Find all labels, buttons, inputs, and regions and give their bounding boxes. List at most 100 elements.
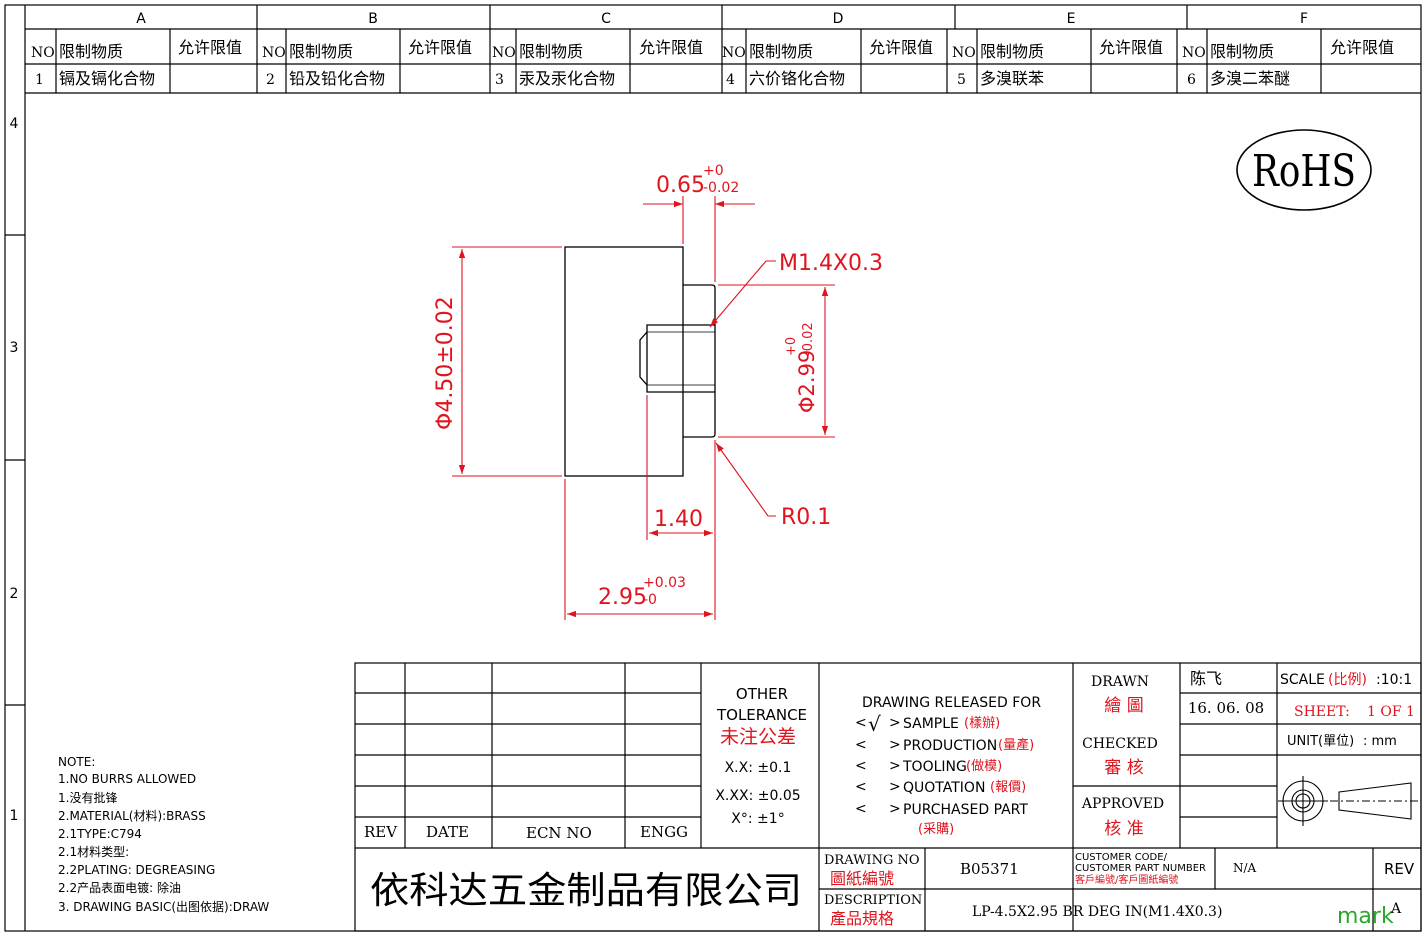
notes: NOTE: 1.NO BURRS ALLOWED 1.没有批锋 2.MATERI… — [58, 755, 269, 914]
svg-text:>: > — [889, 715, 901, 731]
drawn-label-cn: 繪 圖 — [1104, 696, 1143, 716]
row-no: 4 — [726, 72, 735, 88]
zone-e: E — [1067, 11, 1076, 27]
tolerance-angle: X°: ±1° — [731, 811, 784, 827]
tolerance-label-cn: 未注公差 — [720, 726, 796, 748]
rohs-mark: RoHS — [1236, 129, 1372, 211]
col-limit-header: 允许限值 — [408, 38, 472, 57]
release-item: SAMPLE — [903, 716, 959, 732]
row-no: 2 — [266, 72, 275, 88]
col-limit-header: 允许限值 — [1330, 38, 1394, 57]
customer-label: CUSTOMER PART NUMBER — [1075, 863, 1206, 874]
zone-f: F — [1300, 11, 1308, 27]
row-substance: 六价铬化合物 — [749, 69, 845, 88]
release-item: PRODUCTION — [903, 738, 997, 754]
zone-a: A — [136, 11, 146, 27]
dim-065-upper: +0 — [703, 163, 724, 179]
dim-id: Φ2.99 — [795, 350, 819, 413]
unit-label-cn: (單位) — [1318, 734, 1354, 749]
checked-label-cn: 審 核 — [1104, 758, 1143, 778]
col-limit-header: 允许限值 — [1099, 38, 1163, 57]
zone-c: C — [601, 11, 611, 27]
rohs-table: NO 限制物质 允许限值 NO 限制物质 允许限值 NO 限制物质 允许限值 N… — [25, 29, 1421, 94]
drawing-no-value: B05371 — [960, 860, 1019, 878]
customer-label: CUSTOMER CODE/ — [1075, 852, 1168, 863]
watermark: mark — [1337, 904, 1394, 929]
customer-value: N/A — [1233, 861, 1257, 875]
svg-text:<: < — [855, 737, 867, 753]
release-check-mark: √ — [868, 712, 881, 736]
note-line: 2.MATERIAL(材料):BRASS — [58, 809, 206, 823]
tolerance-label: TOLERANCE — [716, 706, 807, 724]
row-substance: 镉及镉化合物 — [59, 69, 155, 88]
svg-text:>: > — [889, 758, 901, 774]
zone-4: 4 — [10, 116, 19, 132]
drawing-no-label-cn: 圖紙編號 — [830, 869, 894, 888]
approved-label: APPROVED — [1081, 796, 1164, 812]
unit-value: : mm — [1363, 734, 1397, 749]
description-value: LP-4.5X2.95 BR DEG IN(M1.4X0.3) — [972, 904, 1222, 920]
col-no-header: NO — [1182, 45, 1206, 61]
release-item: PURCHASED PART — [903, 802, 1028, 818]
col-no-header: NO — [262, 45, 286, 61]
sheet-border — [4, 4, 1422, 932]
title-block — [354, 662, 1422, 932]
part-outline — [564, 246, 716, 477]
col-limit-header: 允许限值 — [639, 38, 703, 57]
note-line: 2.1材料类型: — [58, 845, 129, 859]
col-no-header: NO — [31, 45, 55, 61]
row-no: 6 — [1187, 72, 1196, 88]
drawn-date: 16. 06. 08 — [1188, 699, 1264, 717]
zone-1: 1 — [10, 808, 19, 824]
svg-text:>: > — [889, 737, 901, 753]
description-label-cn: 產品規格 — [830, 909, 894, 928]
tolerance-x: X.X: ±0.1 — [725, 760, 792, 776]
dim-thread: M1.4X0.3 — [779, 251, 883, 276]
col-substance-header: 限制物质 — [1210, 42, 1274, 61]
dim-295-upper: +0.03 — [643, 575, 686, 591]
company-text: 依科达五金制品有限公司 — [370, 869, 802, 912]
dim-065-lower: -0.02 — [703, 180, 739, 196]
company-name: 依科达五金制品有限公司 — [370, 869, 802, 912]
col-no-header: NO — [492, 45, 516, 61]
rev-table-headers: REV DATE ECN NO ENGG — [364, 823, 688, 842]
col-no-header: NO — [952, 45, 976, 61]
note-line: 2.1TYPE:C794 — [58, 827, 142, 841]
dim-od: Φ4.50±0.02 — [433, 296, 458, 430]
scale-label: SCALE — [1280, 672, 1325, 688]
zone-3: 3 — [10, 340, 19, 356]
release-item: QUOTATION — [903, 780, 985, 796]
tolerance-xx: X.XX: ±0.05 — [715, 788, 800, 804]
engg-header: ENGG — [640, 823, 688, 841]
row-substance: 多溴联苯 — [980, 69, 1044, 88]
release-item-cn: (量產) — [998, 737, 1034, 753]
drawing-no-block: DRAWING NO 圖紙編號 B05371 CUSTOMER CODE/ CU… — [824, 852, 1415, 929]
svg-text:<: < — [855, 779, 867, 795]
dim-id-upper: +0 — [784, 337, 799, 356]
scale-sheet-block: SCALE (比例) :10:1 SHEET: 1 OF 1 UNIT (單位)… — [1280, 672, 1415, 749]
col-substance-header: 限制物质 — [289, 42, 353, 61]
note-line: 2.2产品表面电镀: 除油 — [58, 880, 181, 895]
row-substance: 汞及汞化合物 — [519, 69, 615, 88]
drawing-no-label: DRAWING NO — [824, 853, 920, 868]
drawn-label: DRAWN — [1091, 674, 1149, 690]
release-item-cn: (采購) — [918, 822, 954, 837]
dim-id-lower: -0.02 — [801, 322, 816, 356]
note-line: NOTE: — [58, 755, 95, 769]
note-line: 2.2PLATING: DEGREASING — [58, 863, 215, 877]
approved-label-cn: 核 准 — [1104, 819, 1143, 839]
release-item-cn: (報價) — [990, 780, 1026, 795]
note-line: 1.NO BURRS ALLOWED — [58, 772, 196, 786]
col-limit-header: 允许限值 — [869, 38, 933, 57]
col-substance-header: 限制物质 — [980, 42, 1044, 61]
rev-box-value: A — [1390, 901, 1402, 917]
row-substance: 铅及铅化合物 — [289, 69, 385, 88]
note-line: 1.没有批锋 — [58, 790, 117, 805]
tolerance-label: OTHER — [736, 685, 788, 703]
dim-295-lower: -0 — [643, 592, 657, 608]
row-substance: 多溴二苯醚 — [1210, 69, 1290, 88]
rev-box-label: REV — [1384, 860, 1415, 878]
release-item-cn: (樣辦) — [964, 716, 1000, 731]
release-item: TOOLING — [902, 759, 967, 775]
sheet-label: SHEET: — [1294, 704, 1350, 720]
